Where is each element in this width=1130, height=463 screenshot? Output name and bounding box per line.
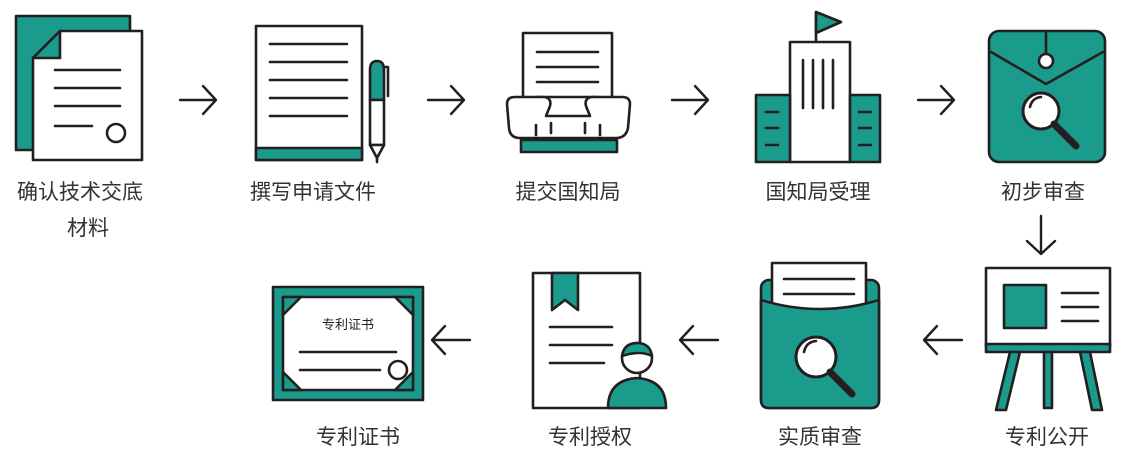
step-publication-label: 专利公开 <box>1005 425 1089 449</box>
arrow-right-icon <box>178 84 218 116</box>
magnifier-icon <box>794 335 856 398</box>
framed-certificate-icon: 专利证书 <box>271 285 425 402</box>
arrow-right-icon <box>670 84 710 116</box>
step-certificate-label: 专利证书 <box>316 425 400 449</box>
hands-submit-document-icon <box>505 31 632 154</box>
seal-icon <box>105 122 127 144</box>
pen-icon <box>368 59 390 164</box>
step-substantive-exam-label: 实质审查 <box>778 425 862 449</box>
flag-icon <box>814 10 843 35</box>
seal-icon <box>387 359 409 381</box>
office-building-flag-icon <box>754 10 882 164</box>
step-grant-label: 专利授权 <box>548 425 632 449</box>
documents-seal-icon <box>14 14 144 162</box>
certificate-title-text: 专利证书 <box>322 318 374 333</box>
step-cnipa-acceptance-label: 国知局受理 <box>765 180 871 204</box>
step-submit-cnipa-label: 提交国知局 <box>515 180 621 204</box>
step-confirm-disclosure-label: 确认技术交底 <box>17 180 143 204</box>
arrow-left-icon <box>430 324 472 356</box>
bookmark-ribbon-icon <box>550 271 580 312</box>
easel-board-icon <box>984 266 1112 412</box>
document-pen-icon <box>254 24 390 164</box>
step-draft-application-label: 撰写申请文件 <box>250 180 376 204</box>
arrow-left-icon <box>678 324 720 356</box>
certificate-person-icon <box>531 271 668 410</box>
arrow-left-icon <box>922 324 964 356</box>
magnifier-icon <box>1021 91 1080 150</box>
step-confirm-disclosure-label-line2: 材料 <box>67 216 109 240</box>
envelope-magnifier-icon <box>987 29 1107 164</box>
person-icon <box>606 341 668 410</box>
arrow-down-icon <box>1025 214 1057 256</box>
arrow-right-icon <box>916 84 956 116</box>
arrow-right-icon <box>426 84 466 116</box>
folder-magnifier-icon <box>759 261 881 410</box>
step-preliminary-exam-label: 初步审查 <box>1001 180 1085 204</box>
